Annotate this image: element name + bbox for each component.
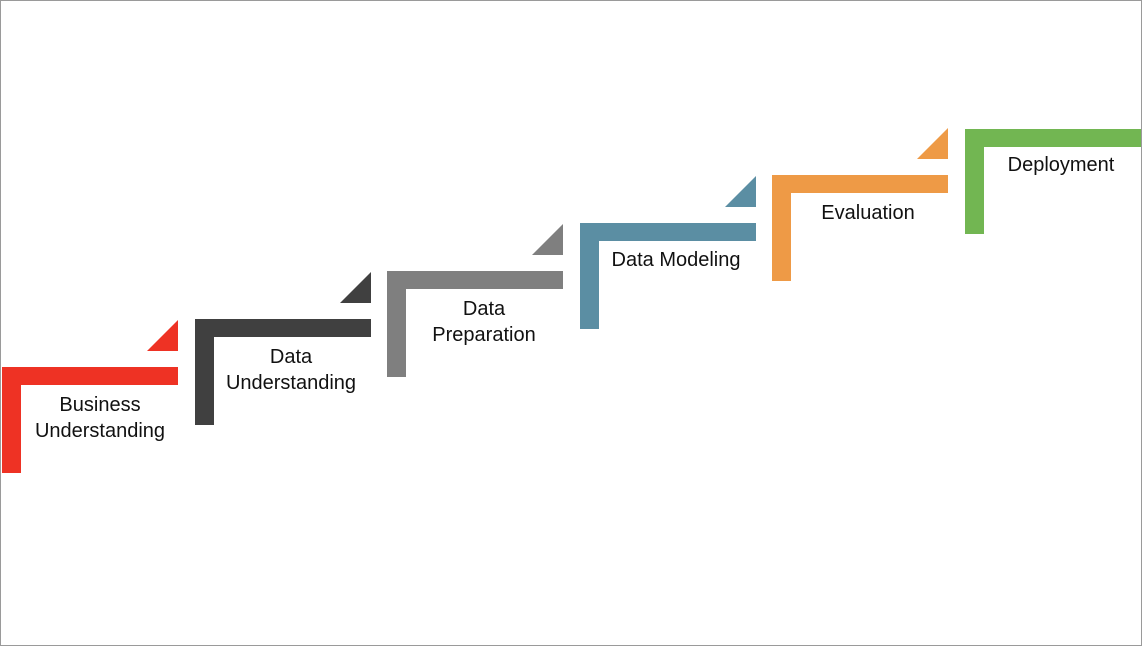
step-bar	[2, 367, 21, 473]
step-bar	[965, 129, 1141, 147]
step-label-line: Evaluation	[821, 202, 915, 224]
arrow-triangle	[340, 272, 371, 303]
step-bar	[387, 271, 406, 377]
step-bar	[965, 129, 984, 234]
step-bar	[2, 367, 178, 385]
step-bar	[195, 319, 371, 337]
step-label-line: Preparation	[432, 324, 536, 346]
arrow-triangle	[147, 320, 178, 351]
arrow-triangle	[725, 176, 756, 207]
step-label: Evaluation	[793, 200, 943, 226]
step-label: Deployment	[988, 152, 1134, 178]
step-bar	[772, 175, 791, 281]
step-label-line: Data	[269, 346, 313, 368]
step-label-line: Data Modeling	[611, 249, 741, 271]
step-bar	[580, 223, 599, 329]
step-bar	[387, 271, 563, 289]
step-bar	[772, 175, 948, 193]
step-label-line: Understanding	[225, 372, 357, 394]
step-label: Data Understanding	[217, 344, 365, 396]
step-label-line: Business	[59, 394, 141, 416]
step-label-line: Understanding	[34, 420, 166, 442]
step-bar	[580, 223, 756, 241]
arrow-triangle	[532, 224, 563, 255]
step-label-line: Deployment	[1007, 154, 1115, 176]
step-bar	[195, 319, 214, 425]
step-label: Business Understanding	[25, 392, 175, 444]
step-label: Data Preparation	[409, 296, 559, 348]
step-label: Data Modeling	[601, 247, 751, 273]
step-label-line: Data	[462, 298, 506, 320]
arrow-triangle	[917, 128, 948, 159]
